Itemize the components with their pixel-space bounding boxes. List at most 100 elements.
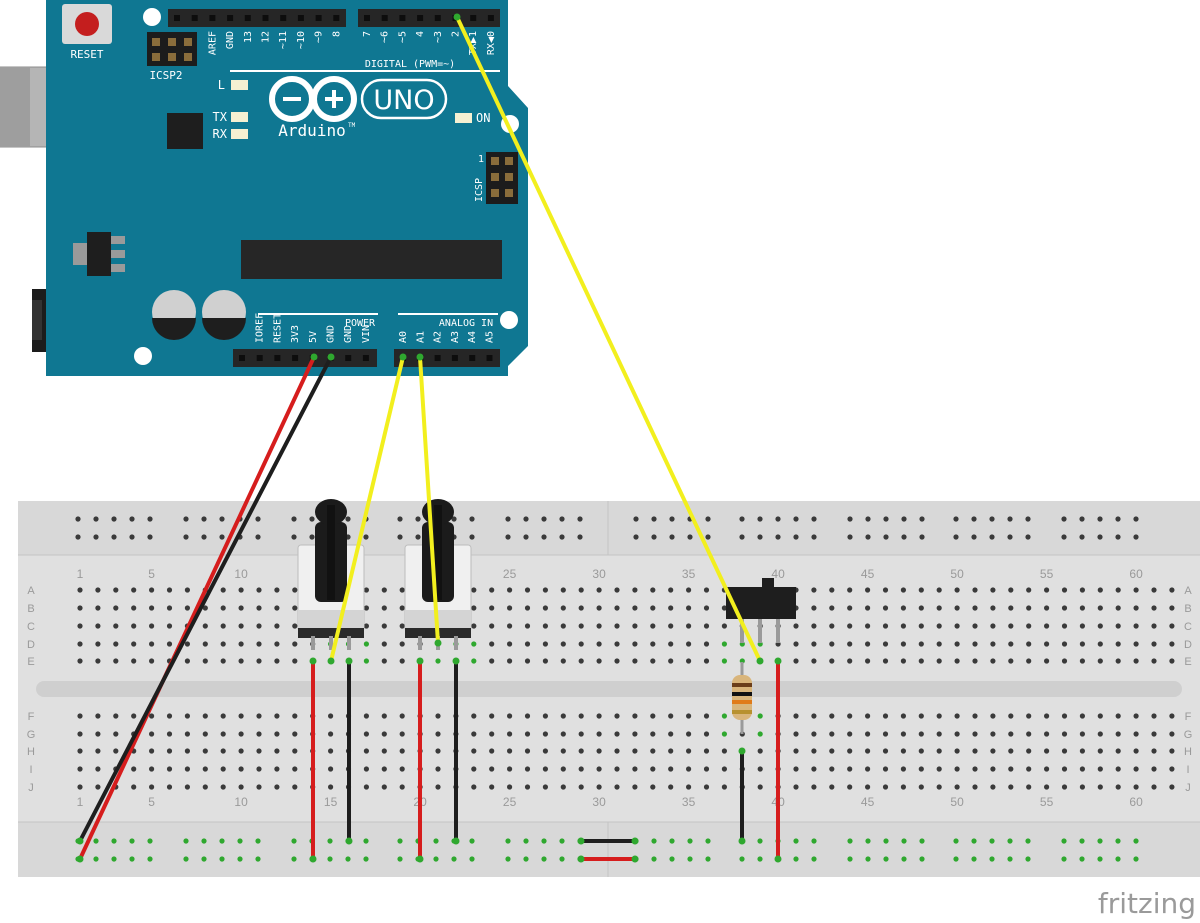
breadboard-hole[interactable] <box>990 713 996 719</box>
breadboard-hole[interactable] <box>1133 784 1139 790</box>
rail-hole[interactable] <box>201 856 207 862</box>
breadboard-hole[interactable] <box>829 766 835 772</box>
breadboard-hole[interactable] <box>1097 641 1103 647</box>
rail-hole[interactable] <box>1007 838 1013 844</box>
rail-hole[interactable] <box>523 856 529 862</box>
breadboard-hole[interactable] <box>560 713 566 719</box>
breadboard-hole[interactable] <box>507 748 513 754</box>
breadboard-hole[interactable] <box>435 731 441 737</box>
breadboard-hole[interactable] <box>256 641 262 647</box>
breadboard-hole[interactable] <box>274 766 280 772</box>
rail-hole[interactable] <box>129 856 135 862</box>
breadboard-hole[interactable] <box>363 766 369 772</box>
breadboard-hole[interactable] <box>972 731 978 737</box>
breadboard-hole[interactable] <box>256 731 262 737</box>
breadboard-hole[interactable] <box>793 784 799 790</box>
wire-end[interactable] <box>756 657 764 665</box>
breadboard-hole[interactable] <box>954 784 960 790</box>
rail-hole[interactable] <box>865 516 871 522</box>
breadboard-hole[interactable] <box>489 713 495 719</box>
rail-hole[interactable] <box>793 516 799 522</box>
breadboard-hole[interactable] <box>1026 623 1032 629</box>
breadboard-hole[interactable] <box>507 766 513 772</box>
rail-hole[interactable] <box>669 534 675 540</box>
breadboard-hole[interactable] <box>149 731 155 737</box>
breadboard-hole[interactable] <box>1008 766 1014 772</box>
breadboard-hole[interactable] <box>596 784 602 790</box>
rail-hole[interactable] <box>847 516 853 522</box>
breadboard-hole[interactable] <box>238 641 244 647</box>
breadboard-hole[interactable] <box>1044 748 1050 754</box>
breadboard-hole[interactable] <box>77 766 83 772</box>
breadboard-hole[interactable] <box>184 748 190 754</box>
breadboard-hole[interactable] <box>220 658 226 664</box>
wire-end[interactable] <box>327 657 335 665</box>
breadboard-hole[interactable] <box>686 748 692 754</box>
breadboard-hole[interactable] <box>1026 641 1032 647</box>
breadboard-hole[interactable] <box>882 623 889 629</box>
rail-hole[interactable] <box>505 856 511 862</box>
breadboard-hole[interactable] <box>686 658 692 664</box>
breadboard-hole[interactable] <box>238 623 244 629</box>
rail-hole[interactable] <box>219 534 225 540</box>
breadboard-hole[interactable] <box>650 748 656 754</box>
breadboard-hole[interactable] <box>560 658 566 664</box>
breadboard-hole[interactable] <box>328 766 334 772</box>
breadboard-hole[interactable] <box>936 658 942 664</box>
breadboard-hole[interactable] <box>292 784 298 790</box>
breadboard-hole[interactable] <box>1151 784 1157 790</box>
breadboard-hole[interactable] <box>131 784 137 790</box>
breadboard-hole[interactable] <box>721 766 728 772</box>
header-hole[interactable] <box>209 15 216 21</box>
header-hole[interactable] <box>174 15 180 21</box>
rail-hole[interactable] <box>687 856 693 862</box>
rail-hole[interactable] <box>93 516 99 522</box>
breadboard-hole[interactable] <box>471 623 477 629</box>
breadboard-hole[interactable] <box>542 587 549 593</box>
rail-hole[interactable] <box>1007 516 1013 522</box>
rail-hole[interactable] <box>989 534 995 540</box>
rail-hole[interactable] <box>75 516 81 522</box>
breadboard-hole[interactable] <box>900 641 907 647</box>
rail-hole[interactable] <box>793 856 799 862</box>
breadboard-hole[interactable] <box>399 641 405 647</box>
breadboard-hole[interactable] <box>829 713 835 719</box>
breadboard-hole[interactable] <box>614 623 620 629</box>
breadboard-hole[interactable] <box>489 731 495 737</box>
breadboard-hole[interactable] <box>1061 713 1068 719</box>
rail-hole[interactable] <box>183 534 189 540</box>
breadboard-hole[interactable] <box>1097 658 1103 664</box>
breadboard-hole[interactable] <box>1151 748 1157 754</box>
breadboard-hole[interactable] <box>1079 641 1085 647</box>
breadboard-hole[interactable] <box>865 713 871 719</box>
rail-hole[interactable] <box>865 856 871 862</box>
breadboard-hole[interactable] <box>847 784 853 790</box>
rail-hole[interactable] <box>1007 534 1013 540</box>
breadboard-hole[interactable] <box>1169 587 1175 593</box>
breadboard-hole[interactable] <box>381 658 387 664</box>
breadboard-hole[interactable] <box>757 731 763 737</box>
breadboard-hole[interactable] <box>560 766 566 772</box>
breadboard-hole[interactable] <box>865 766 871 772</box>
rail-hole[interactable] <box>989 838 995 844</box>
breadboard-hole[interactable] <box>471 713 477 719</box>
breadboard-hole[interactable] <box>1061 784 1068 790</box>
wire-end[interactable] <box>309 657 317 665</box>
breadboard-hole[interactable] <box>238 658 244 664</box>
breadboard-hole[interactable] <box>721 731 728 737</box>
breadboard-hole[interactable] <box>668 731 674 737</box>
breadboard-hole[interactable] <box>990 731 996 737</box>
breadboard-hole[interactable] <box>292 713 298 719</box>
wire-end[interactable] <box>738 747 746 755</box>
breadboard-hole[interactable] <box>274 784 280 790</box>
rail-hole[interactable] <box>811 838 817 844</box>
breadboard-hole[interactable] <box>954 748 960 754</box>
breadboard-hole[interactable] <box>1026 713 1032 719</box>
breadboard-hole[interactable] <box>1008 641 1014 647</box>
breadboard-hole[interactable] <box>131 605 137 611</box>
breadboard-hole[interactable] <box>954 713 960 719</box>
breadboard-hole[interactable] <box>1151 623 1157 629</box>
rail-hole[interactable] <box>541 534 547 540</box>
breadboard-hole[interactable] <box>238 605 244 611</box>
breadboard-hole[interactable] <box>95 731 101 737</box>
